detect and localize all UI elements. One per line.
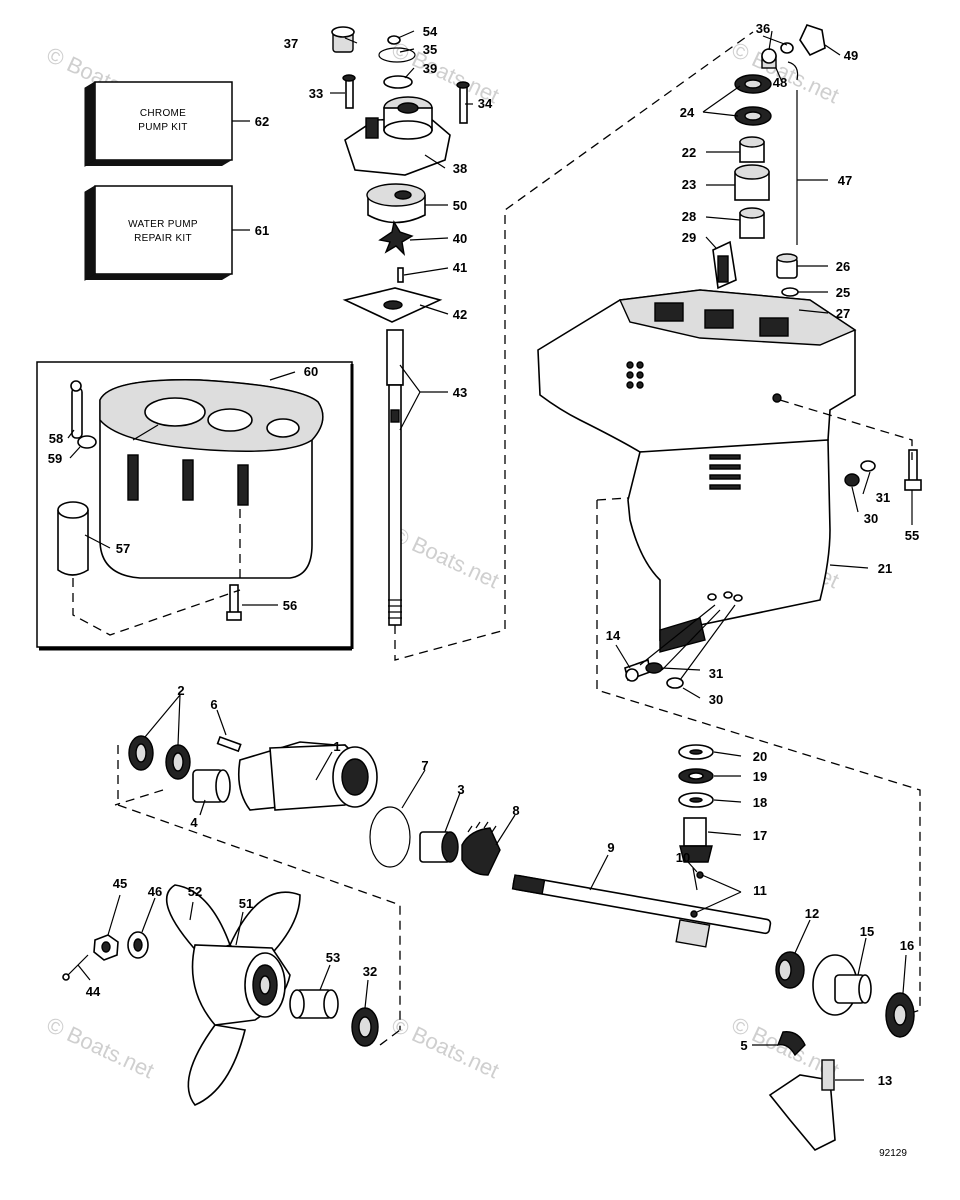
callout-34: 34 <box>478 96 493 111</box>
callout-59: 59 <box>48 451 62 466</box>
chrome-pump-kit-box: CHROME PUMP KIT <box>84 81 250 167</box>
callout-3: 3 <box>457 782 464 797</box>
callout-7: 7 <box>421 758 428 773</box>
callout-56: 56 <box>283 598 297 613</box>
callout-6: 6 <box>210 697 217 712</box>
callout-16: 16 <box>900 938 914 953</box>
callout-32: 32 <box>363 964 377 979</box>
callout-1: 1 <box>333 739 340 754</box>
callout-40: 40 <box>453 231 467 246</box>
callout-51: 51 <box>239 896 253 911</box>
callout-18: 18 <box>753 795 767 810</box>
callout-41: 41 <box>453 260 467 275</box>
callout-46: 46 <box>148 884 162 899</box>
callout-61: 61 <box>255 223 269 238</box>
callout-31: 31 <box>876 490 890 505</box>
callout-27: 27 <box>836 306 850 321</box>
callout-28: 28 <box>682 209 696 224</box>
callout-39: 39 <box>423 61 437 76</box>
callout-50: 50 <box>453 198 467 213</box>
callout-15: 15 <box>860 924 874 939</box>
callout-49: 49 <box>844 48 858 63</box>
chrome-pump-kit-label: CHROME <box>140 108 186 119</box>
watermark: © Boats.net <box>388 522 503 593</box>
callout-44: 44 <box>86 984 101 999</box>
water-pump-kit-label: WATER PUMP <box>128 219 198 230</box>
callout-48: 48 <box>773 75 787 90</box>
callout-8: 8 <box>512 803 519 818</box>
callout-23: 23 <box>682 177 696 192</box>
callout-9: 9 <box>607 840 614 855</box>
water-pump-kit-box: WATER PUMP REPAIR KIT <box>84 185 250 281</box>
callout-22: 22 <box>682 145 696 160</box>
callout-31: 31 <box>709 666 723 681</box>
callout-10: 10 <box>676 850 690 865</box>
callout-29: 29 <box>682 230 696 245</box>
callout-47: 47 <box>838 173 852 188</box>
watermark: © Boats.net <box>43 1012 158 1083</box>
callout-17: 17 <box>753 828 767 843</box>
gearcase-housing <box>537 289 922 1016</box>
callout-14: 14 <box>606 628 621 643</box>
callout-60: 60 <box>304 364 318 379</box>
callout-57: 57 <box>116 541 130 556</box>
callout-19: 19 <box>753 769 767 784</box>
figure-number: 92129 <box>879 1148 907 1159</box>
callout-13: 13 <box>878 1073 892 1088</box>
callout-26: 26 <box>836 259 850 274</box>
callout-58: 58 <box>49 431 63 446</box>
callout-38: 38 <box>453 161 467 176</box>
callout-11: 11 <box>753 883 767 898</box>
callout-20: 20 <box>753 749 767 764</box>
propeller-assembly <box>62 884 379 1106</box>
callout-37: 37 <box>284 36 298 51</box>
watermark: © Boats.net <box>388 1012 503 1083</box>
callout-36: 36 <box>756 21 770 36</box>
leader-lines <box>67 30 913 1081</box>
callout-2: 2 <box>177 683 184 698</box>
callout-30: 30 <box>864 511 878 526</box>
exhaust-housing-inset <box>36 361 354 651</box>
callout-5: 5 <box>740 1038 747 1053</box>
callout-35: 35 <box>423 42 437 57</box>
callout-labels: 1 2 3 4 5 6 7 8 9 10 11 12 13 14 15 16 1… <box>48 21 919 1088</box>
callout-43: 43 <box>453 385 467 400</box>
callout-21: 21 <box>878 561 892 576</box>
callout-52: 52 <box>188 884 202 899</box>
callout-42: 42 <box>453 307 467 322</box>
callout-25: 25 <box>836 285 850 300</box>
callout-53: 53 <box>326 950 340 965</box>
callout-24: 24 <box>680 105 695 120</box>
lower-gear-assembly <box>114 735 915 1151</box>
callout-55: 55 <box>905 528 919 543</box>
callout-4: 4 <box>190 815 198 830</box>
water-pump-assembly <box>331 26 754 661</box>
callout-54: 54 <box>423 24 438 39</box>
chrome-pump-kit-label: PUMP KIT <box>138 122 187 133</box>
callout-33: 33 <box>309 86 323 101</box>
callout-62: 62 <box>255 114 269 129</box>
callout-30: 30 <box>709 692 723 707</box>
water-pump-kit-label: REPAIR KIT <box>134 233 192 244</box>
callout-45: 45 <box>113 876 127 891</box>
shift-rod-and-bearings <box>712 24 826 313</box>
callout-12: 12 <box>805 906 819 921</box>
